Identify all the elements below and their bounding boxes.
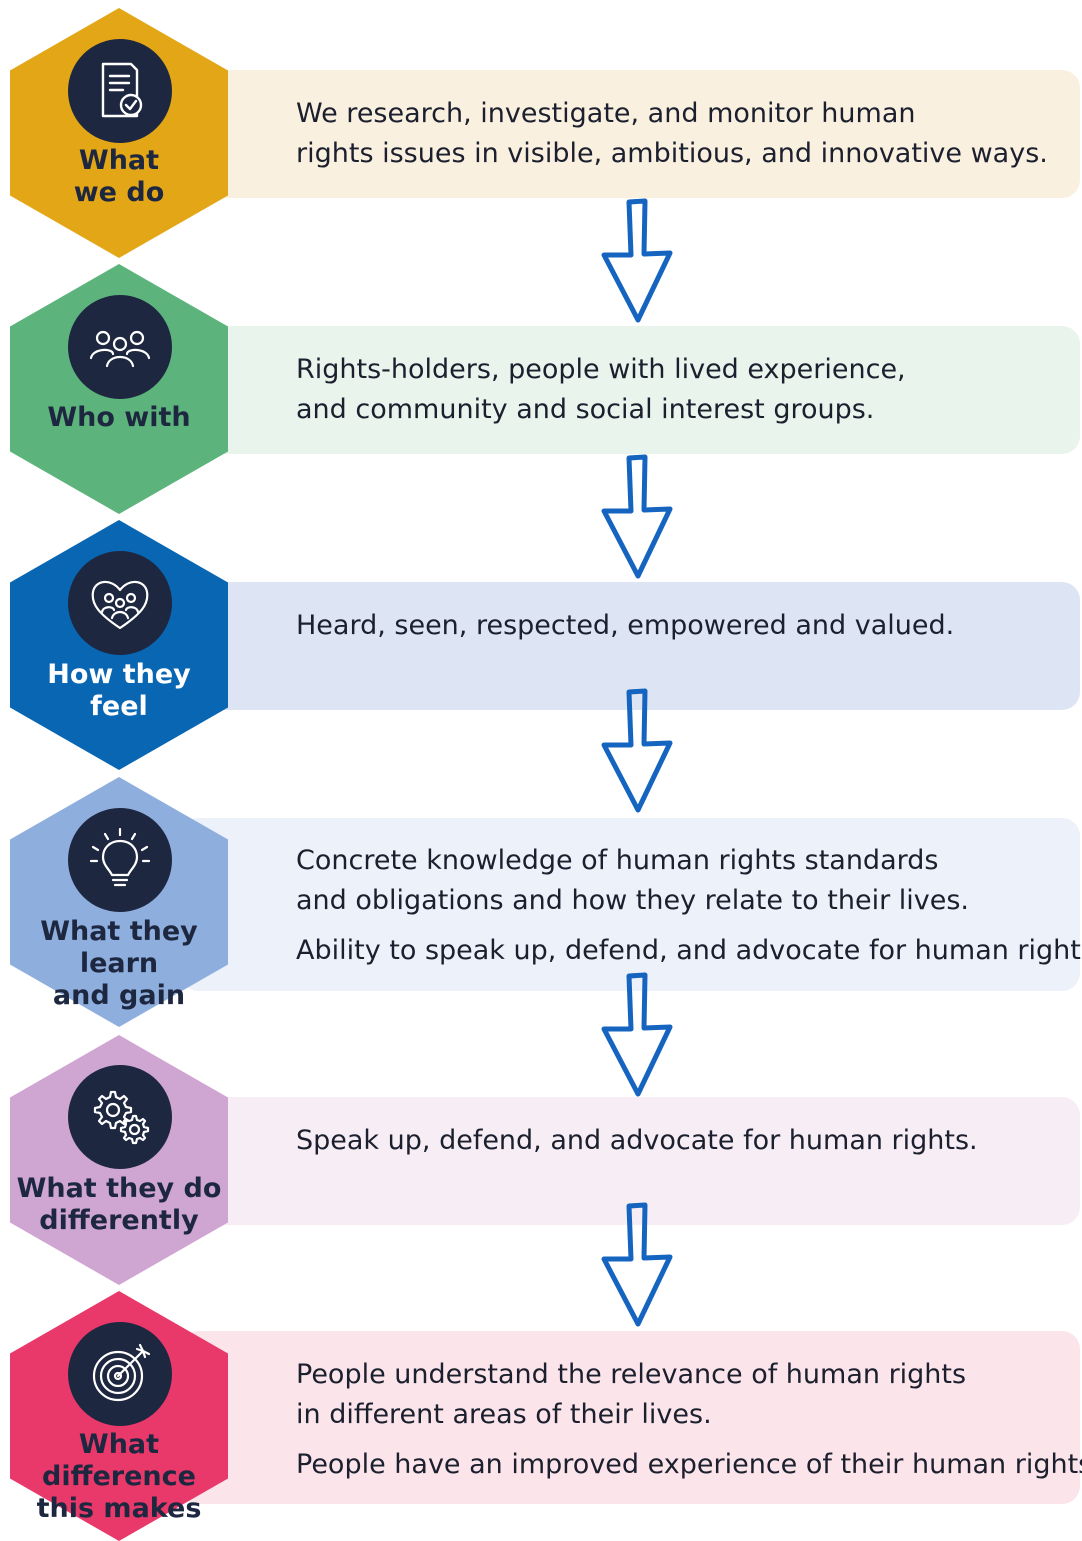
text-line: Concrete knowledge of human rights stand… <box>296 845 939 876</box>
hex-label-what-difference: What difference this makes <box>10 1429 228 1525</box>
text-line: rights issues in visible, ambitious, and… <box>296 138 1048 169</box>
lightbulb-icon <box>68 808 172 912</box>
text-line: People understand the relevance of human… <box>296 1359 967 1390</box>
text-line: We research, investigate, and monitor hu… <box>296 98 916 129</box>
down-arrow-icon <box>601 198 673 323</box>
step-panel-what-we-do <box>180 70 1080 198</box>
step-text-what-they-learn: Concrete knowledge of human rights stand… <box>296 841 1082 971</box>
step-text-what-difference: People understand the relevance of human… <box>296 1355 1082 1485</box>
gears-icon <box>68 1065 172 1169</box>
label-line: this makes <box>36 1493 202 1524</box>
text-line: Speak up, defend, and advocate for human… <box>296 1125 978 1156</box>
text-line: People have an improved experience of th… <box>296 1449 1082 1480</box>
step-panel-what-they-learn <box>180 818 1080 991</box>
hex-label-how-they-feel: How they feel <box>10 659 228 723</box>
label-line: Who with <box>47 402 191 433</box>
text-line: Heard, seen, respected, empowered and va… <box>296 610 955 641</box>
hex-label-who-with: Who with <box>10 402 228 434</box>
step-text-what-they-do: Speak up, defend, and advocate for human… <box>296 1121 978 1161</box>
step-panel-who-with <box>180 326 1080 454</box>
label-line: differently <box>39 1205 199 1236</box>
step-text-how-they-feel: Heard, seen, respected, empowered and va… <box>296 606 954 646</box>
label-line: What they do <box>16 1173 222 1204</box>
label-line: feel <box>90 691 148 722</box>
document-check-icon <box>68 39 172 143</box>
step-text-what-we-do: We research, investigate, and monitor hu… <box>296 94 1048 174</box>
hex-label-what-they-do: What they do differently <box>10 1173 228 1237</box>
label-line: and gain <box>52 980 186 1011</box>
step-panel-how-they-feel <box>180 582 1080 710</box>
step-text-who-with: Rights-holders, people with lived experi… <box>296 350 906 430</box>
target-icon <box>68 1322 172 1426</box>
people-group-icon <box>68 295 172 399</box>
label-line: What <box>78 145 160 176</box>
down-arrow-icon <box>601 1202 673 1327</box>
hex-label-what-they-learn: What they learn and gain <box>10 916 228 1012</box>
text-line: and obligations and how they relate to t… <box>296 885 970 916</box>
text-line: Rights-holders, people with lived experi… <box>296 354 906 385</box>
label-line: What they learn <box>40 916 198 979</box>
label-line: What difference <box>42 1429 196 1492</box>
step-panel-what-difference <box>180 1331 1080 1504</box>
text-line: Ability to speak up, defend, and advocat… <box>296 935 1082 966</box>
heart-people-icon <box>68 551 172 655</box>
text-line: and community and social interest groups… <box>296 394 875 425</box>
down-arrow-icon <box>601 454 673 579</box>
down-arrow-icon <box>601 972 673 1097</box>
label-line: we do <box>73 177 165 208</box>
hex-label-what-we-do: What we do <box>10 145 228 209</box>
down-arrow-icon <box>601 688 673 813</box>
text-line: in different areas of their lives. <box>296 1399 712 1430</box>
label-line: How they <box>47 659 191 690</box>
